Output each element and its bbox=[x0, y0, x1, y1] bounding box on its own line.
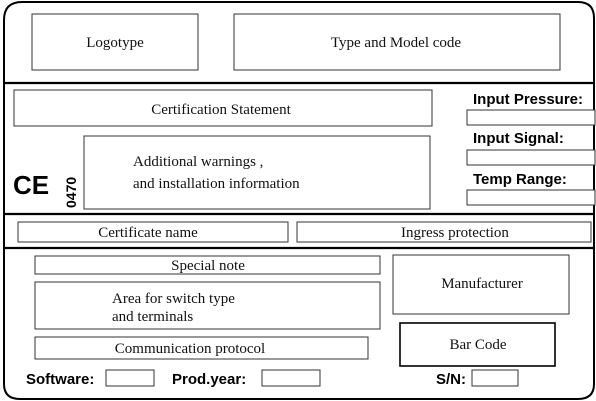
software-field bbox=[105, 369, 155, 387]
communication-protocol-label: Communication protocol bbox=[115, 341, 265, 357]
switch-area-field bbox=[34, 281, 381, 330]
certificate-name-label: Certificate name bbox=[98, 225, 198, 241]
software-label: Software: bbox=[26, 371, 94, 388]
label-outline bbox=[3, 1, 595, 400]
bar-code-label: Bar Code bbox=[449, 337, 506, 353]
manufacturer-field bbox=[392, 254, 570, 315]
input-signal-field bbox=[466, 149, 596, 166]
warnings-line-1: Additional warnings , bbox=[133, 154, 263, 170]
switch-area-line-1: Area for switch type bbox=[112, 291, 235, 307]
ingress-protection-field bbox=[296, 221, 592, 243]
certificate-name-field bbox=[17, 221, 289, 243]
temp-range-label: Temp Range: bbox=[473, 171, 567, 188]
warnings-field bbox=[83, 135, 431, 210]
communication-protocol-field bbox=[34, 336, 369, 360]
input-signal-label: Input Signal: bbox=[473, 130, 564, 147]
serial-number-field bbox=[471, 369, 519, 387]
special-note-field bbox=[34, 255, 381, 275]
logotype-field bbox=[31, 13, 199, 71]
manufacturer-label: Manufacturer bbox=[441, 276, 523, 292]
logotype-label: Logotype bbox=[86, 35, 144, 51]
type-model-field bbox=[233, 13, 561, 71]
switch-area-line-2: and terminals bbox=[112, 309, 193, 325]
temp-range-field bbox=[466, 189, 596, 206]
certification-statement-field bbox=[13, 89, 433, 127]
type-model-label: Type and Model code bbox=[331, 35, 462, 51]
serial-number-label: S/N: bbox=[436, 371, 466, 388]
prod-year-field bbox=[261, 369, 321, 387]
input-pressure-field bbox=[466, 109, 596, 126]
warnings-line-2: and installation information bbox=[133, 176, 300, 192]
input-pressure-label: Input Pressure: bbox=[473, 91, 583, 108]
prod-year-label: Prod.year: bbox=[172, 371, 246, 388]
notified-body-number: 0470 bbox=[63, 177, 79, 208]
bar-code-field bbox=[399, 322, 556, 367]
certification-statement-label: Certification Statement bbox=[151, 102, 291, 118]
special-note-label: Special note bbox=[171, 258, 245, 274]
ce-mark-icon: CE bbox=[13, 170, 49, 200]
ingress-protection-label: Ingress protection bbox=[401, 225, 509, 241]
